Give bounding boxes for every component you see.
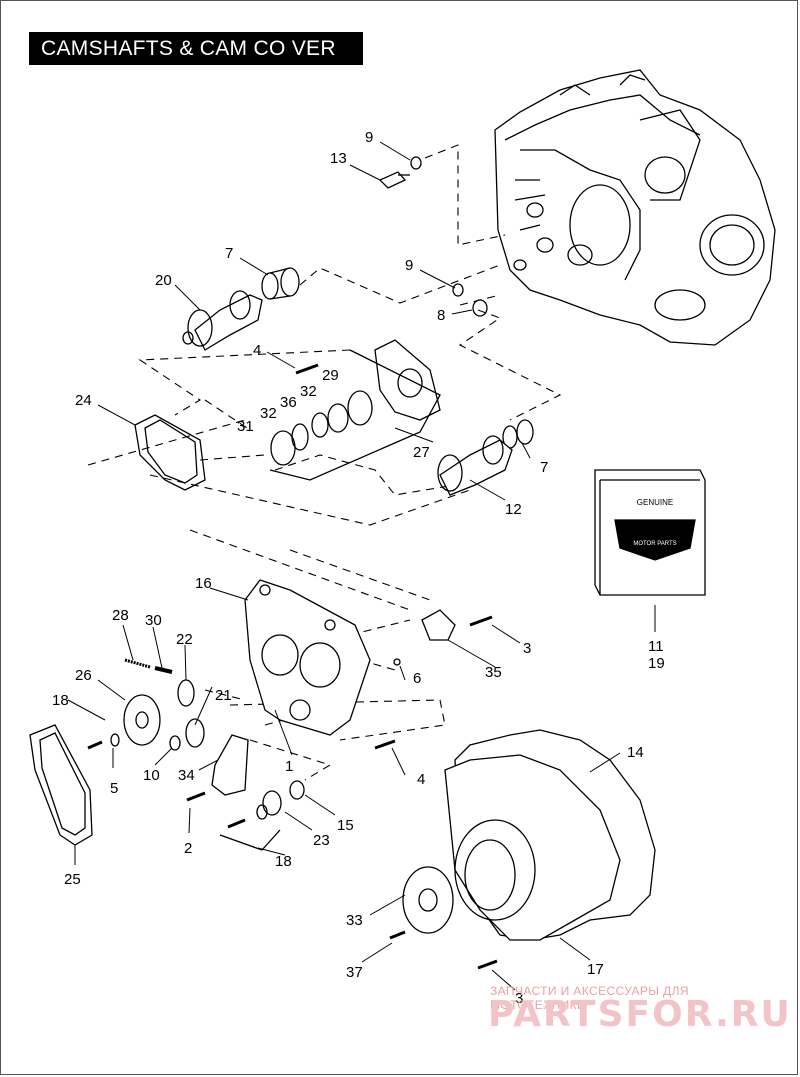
- callout-13: 13: [330, 150, 347, 167]
- screw-3-bottom: [477, 959, 498, 970]
- pin-13: [378, 171, 410, 189]
- washer-18: [256, 804, 268, 820]
- cam-support-plate-16: [244, 579, 371, 736]
- genuine-parts-box: [594, 469, 706, 596]
- callout-23: 23: [313, 832, 330, 849]
- callout-3b: 3: [515, 990, 523, 1007]
- cam-cover-17: [444, 754, 621, 941]
- washer-22: [177, 679, 195, 707]
- callout-37: 37: [346, 964, 363, 981]
- screw-18: [227, 818, 246, 829]
- callout-32a: 32: [300, 383, 317, 400]
- bolt-5: [87, 740, 103, 750]
- callout-8: 8: [437, 307, 445, 324]
- screw-37: [389, 930, 406, 940]
- callout-16: 16: [195, 575, 212, 592]
- callout-2: 2: [184, 840, 192, 857]
- callout-34: 34: [178, 767, 195, 784]
- watermark-logo: PARTSFOR.RU: [488, 994, 792, 1035]
- callout-14: 14: [627, 744, 644, 761]
- screw-2: [186, 791, 206, 802]
- callout-32b: 32: [260, 405, 277, 422]
- camshaft-20: [182, 290, 263, 351]
- callout-4b: 4: [417, 771, 425, 788]
- spring-28: [124, 658, 151, 669]
- bushing-15: [289, 780, 305, 800]
- tensioner-35: [421, 609, 456, 641]
- screw-4-upper: [295, 363, 319, 375]
- bearing-7-top: [261, 267, 300, 300]
- watermark-caption: ЗАПЧАСТИ И АКСЕССУАРЫ ДЛЯ МОТОТЕХНИКИ: [490, 984, 689, 1012]
- oring-9-top: [410, 156, 422, 170]
- callout-7a: 7: [225, 245, 233, 262]
- callout-7b: 7: [540, 459, 548, 476]
- bracket-18-lower: [219, 829, 281, 851]
- assembly-dashed-lines: [87, 144, 562, 781]
- tensioner-34: [211, 734, 249, 796]
- oring-8: [472, 299, 488, 317]
- callout-27: 27: [413, 444, 430, 461]
- callout-12: 12: [505, 501, 522, 518]
- callout-11: 11: [648, 638, 664, 655]
- callout-36: 36: [280, 394, 297, 411]
- dowel-6: [393, 658, 401, 666]
- crankcase-illustration: [494, 69, 776, 346]
- callout-35: 35: [485, 664, 502, 681]
- callout-25: 25: [64, 871, 81, 888]
- callout-18a: 18: [52, 692, 69, 709]
- gear-23: [262, 790, 282, 816]
- cam-cover-gasket-14: [454, 729, 656, 941]
- primary-chain-25: [29, 724, 93, 846]
- callout-30: 30: [145, 612, 162, 629]
- callout-29: 29: [322, 367, 339, 384]
- callout-26: 26: [75, 667, 92, 684]
- callout-1: 1: [285, 758, 293, 775]
- callout-18b: 18: [275, 853, 292, 870]
- callout-19: 19: [648, 655, 665, 672]
- bearing-7-right: [502, 419, 534, 449]
- callout-20: 20: [155, 272, 172, 289]
- callout-6: 6: [413, 670, 421, 687]
- oil-pump-housing-27: [269, 339, 441, 481]
- callout-22: 22: [176, 631, 193, 648]
- callout-15: 15: [337, 817, 354, 834]
- callout-leaders: [67, 141, 656, 991]
- callout-21: 21: [215, 687, 232, 704]
- callout-4a: 4: [253, 342, 261, 359]
- sprocket-26: [123, 694, 161, 746]
- plunger-30: [154, 666, 173, 674]
- oring-9: [452, 283, 464, 297]
- washer-5: [110, 733, 120, 747]
- cover-plate-33: [402, 866, 454, 934]
- callout-10: 10: [143, 767, 160, 784]
- diagram-title: CAMSHAFTS & CAM CO VER: [29, 32, 363, 65]
- callout-28: 28: [112, 607, 129, 624]
- clip-10: [169, 735, 181, 751]
- washer-21: [185, 718, 205, 748]
- badge-text-bottom: MOTOR PARTS: [633, 541, 676, 547]
- callout-3a: 3: [523, 640, 531, 657]
- callout-9a: 9: [365, 129, 373, 146]
- cam-chain-24: [134, 414, 206, 491]
- callout-5: 5: [110, 780, 118, 797]
- callout-31: 31: [237, 418, 254, 435]
- badge-text-top: GENUINE: [637, 498, 673, 507]
- callout-9b: 9: [405, 257, 413, 274]
- screw-4-lower: [374, 739, 396, 750]
- callout-24: 24: [75, 392, 92, 409]
- callout-17: 17: [587, 961, 604, 978]
- camshaft-12: [437, 435, 513, 496]
- screw-3-top: [469, 615, 493, 627]
- callout-33: 33: [346, 912, 363, 929]
